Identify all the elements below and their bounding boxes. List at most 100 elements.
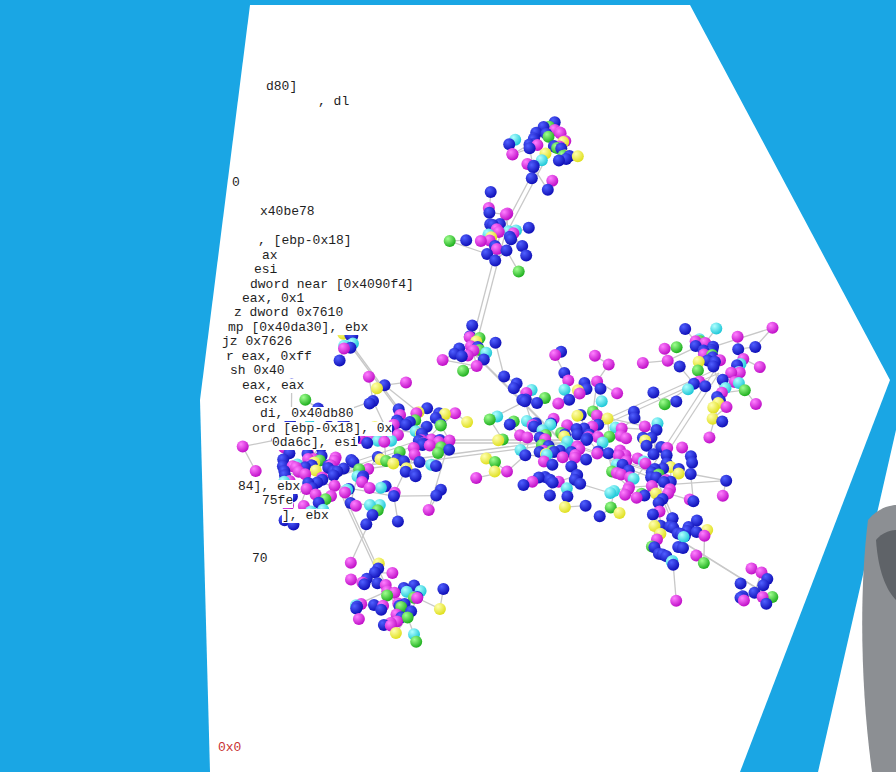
atom-ball: [699, 380, 711, 392]
atom-ball: [345, 557, 357, 569]
atom-ball: [250, 465, 262, 477]
atom-ball: [750, 398, 762, 410]
atom-ball: [574, 388, 586, 400]
atom-ball: [760, 598, 772, 610]
code-fragment: , dl: [318, 95, 349, 109]
atom-ball: [687, 495, 699, 507]
code-fragment: esi: [254, 263, 277, 277]
bond-line: [650, 370, 715, 470]
code-fragment: 0da6c], esi: [272, 436, 358, 450]
atom-ball: [572, 150, 584, 162]
atom-ball: [674, 361, 686, 373]
atom-ball: [375, 604, 387, 616]
atom-ball: [707, 361, 719, 373]
atom-ball: [720, 475, 732, 487]
atom-ball: [461, 416, 473, 428]
atom-ball: [559, 501, 571, 513]
atom-ball: [659, 398, 671, 410]
atom-ball: [670, 595, 682, 607]
atom-ball: [739, 384, 751, 396]
atom-ball: [400, 419, 412, 431]
atom-ball: [470, 472, 482, 484]
code-fragment: jz 0x7626: [222, 335, 292, 349]
atom-ball: [716, 416, 728, 428]
atom-ball: [435, 419, 447, 431]
white-hexagon: [200, 5, 890, 772]
code-fragment: ecx: [254, 393, 277, 407]
atom-ball: [492, 434, 504, 446]
atom-ball: [329, 480, 341, 492]
atom-ball: [364, 398, 376, 410]
atom-ball: [457, 365, 469, 377]
atom-ball: [692, 365, 704, 377]
bond-line: [470, 350, 560, 440]
atom-ball: [604, 487, 616, 499]
bond-line: [629, 481, 726, 488]
atom-ball: [423, 504, 435, 516]
atom-ball: [498, 371, 510, 383]
atom-ball: [519, 449, 531, 461]
atom-ball: [388, 490, 400, 502]
atom-ball: [591, 447, 603, 459]
code-fragment: 0: [232, 176, 240, 190]
atom-ball: [443, 444, 455, 456]
grey-object-shade: [876, 530, 896, 600]
atom-ball: [682, 383, 694, 395]
atom-ball: [339, 487, 351, 499]
atom-ball: [338, 343, 350, 355]
atom-ball: [717, 490, 729, 502]
atom-ball: [754, 361, 766, 373]
atom-ball: [390, 627, 402, 639]
atom-ball: [542, 184, 554, 196]
atom-ball: [685, 468, 697, 480]
atom-ball: [432, 447, 444, 459]
grey-object: [862, 505, 896, 772]
atom-ball: [544, 489, 556, 501]
atom-ball: [345, 574, 357, 586]
bond-line: [334, 473, 394, 603]
atom-ball: [552, 398, 564, 410]
atom-ball: [679, 323, 691, 335]
atom-ball: [475, 235, 487, 247]
atom-ball: [501, 244, 513, 256]
code-fragment: dword near [0x4090f4]: [250, 278, 414, 292]
atom-ball: [402, 612, 414, 624]
atom-ball: [686, 457, 698, 469]
code-fragment: r eax, 0xff: [226, 350, 312, 364]
atom-ball: [400, 376, 412, 388]
atom-ball: [358, 578, 370, 590]
atom-ball: [574, 478, 586, 490]
atom-ball: [531, 397, 543, 409]
atom-ball: [580, 453, 592, 465]
atom-ball: [381, 590, 393, 602]
atom-ball: [603, 358, 615, 370]
atom-ball: [449, 407, 461, 419]
code-fragment: 75fe: [262, 494, 293, 508]
atom-ball: [614, 507, 626, 519]
code-fragment: eax, 0x1: [242, 292, 304, 306]
atom-ball: [546, 459, 558, 471]
atom-ball: [523, 222, 535, 234]
atom-ball: [767, 322, 779, 334]
atom-ball: [378, 436, 390, 448]
atom-ball: [237, 441, 249, 453]
atom-ball: [749, 341, 761, 353]
atom-ball: [430, 490, 442, 502]
atom-ball: [721, 401, 733, 413]
atom-ball: [602, 447, 614, 459]
atom-ball: [483, 207, 495, 219]
code-fragment: eax, eax: [242, 379, 304, 393]
code-fragment: z dword 0x7610: [234, 306, 343, 320]
atom-ball: [513, 266, 525, 278]
atom-ball: [620, 432, 632, 444]
atom-ball: [299, 394, 311, 406]
atom-ball: [594, 510, 606, 522]
atom-ball: [639, 420, 651, 432]
atom-ball: [334, 354, 346, 366]
atom-ball: [350, 500, 362, 512]
atom-ball: [561, 490, 573, 502]
code-fragment: d80]: [266, 80, 297, 94]
bond-line: [500, 150, 545, 235]
atom-ball: [647, 508, 659, 520]
